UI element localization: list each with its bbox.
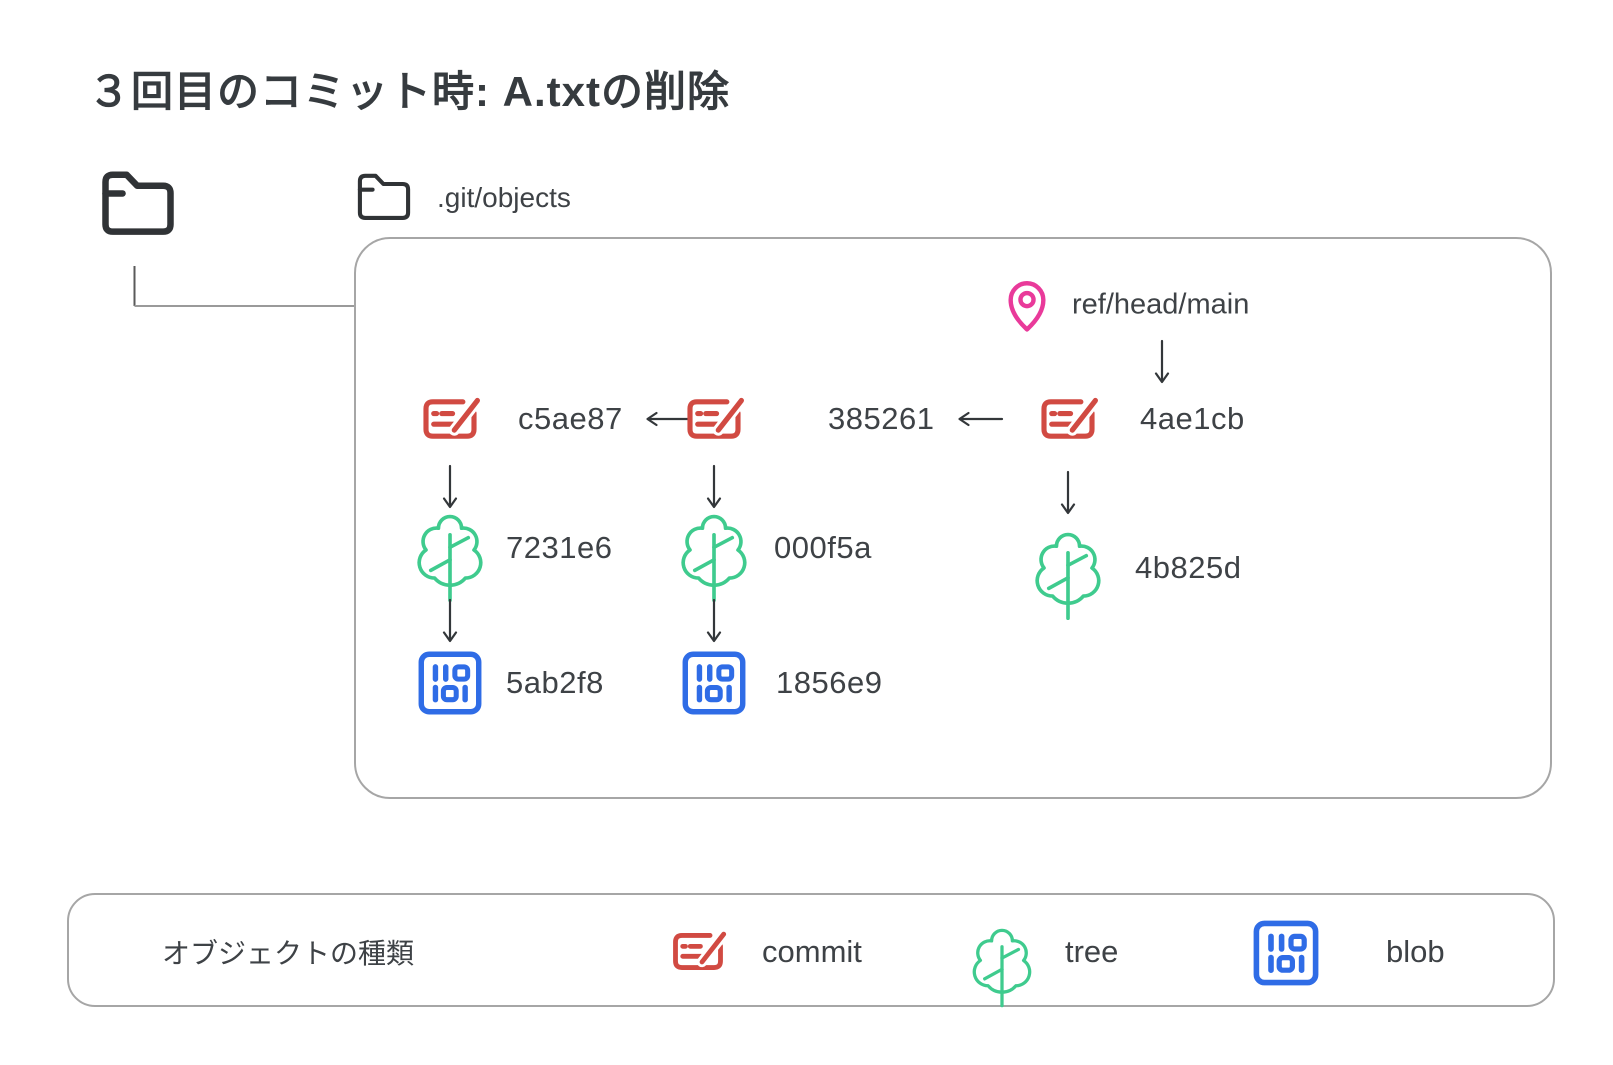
commit-icon	[681, 395, 747, 443]
blob-icon	[417, 650, 483, 716]
legend-box: オブジェクトの種類 commit tree blob	[67, 893, 1555, 1007]
tree-hash: 4b825d	[1135, 550, 1242, 585]
folder-connector-line	[133, 266, 358, 307]
arrow-down-icon	[442, 464, 458, 510]
commit-hash: 385261	[828, 401, 935, 436]
objects-folder-icon	[354, 171, 414, 224]
tree-hash: 7231e6	[506, 530, 613, 565]
blob-hash: 5ab2f8	[506, 665, 604, 700]
tree-icon	[960, 920, 1044, 1010]
tree-icon	[667, 505, 761, 605]
commit-hash: 4ae1cb	[1140, 401, 1245, 436]
commit-icon	[1035, 395, 1101, 443]
arrow-left-icon	[956, 411, 1004, 427]
tree-hash: 000f5a	[774, 530, 872, 565]
arrow-down-icon	[1154, 339, 1170, 385]
objects-folder-label: .git/objects	[437, 182, 571, 213]
tree-icon	[1021, 523, 1115, 623]
blob-icon	[1252, 919, 1320, 987]
root-folder-icon	[99, 167, 177, 241]
legend-item-label: commit	[762, 934, 862, 969]
commit-hash: c5ae87	[518, 401, 623, 436]
legend-title: オブジェクトの種類	[162, 938, 415, 969]
objects-panel: ref/head/main c5ae87 385261 4ae1cb 7231e…	[354, 237, 1552, 799]
arrow-down-icon	[706, 598, 722, 644]
tree-icon	[403, 505, 497, 605]
legend-item-label: blob	[1386, 934, 1445, 969]
ref-label: ref/head/main	[1072, 288, 1250, 321]
page-title: ３回目のコミット時: A.txtの削除	[88, 68, 730, 115]
arrow-down-icon	[1060, 470, 1076, 516]
blob-hash: 1856e9	[776, 665, 883, 700]
commit-icon	[667, 929, 729, 974]
commit-icon	[417, 395, 483, 443]
arrow-down-icon	[706, 464, 722, 510]
legend-item-label: tree	[1065, 934, 1119, 969]
map-pin-icon	[1004, 279, 1050, 333]
blob-icon	[681, 650, 747, 716]
arrow-down-icon	[442, 598, 458, 644]
